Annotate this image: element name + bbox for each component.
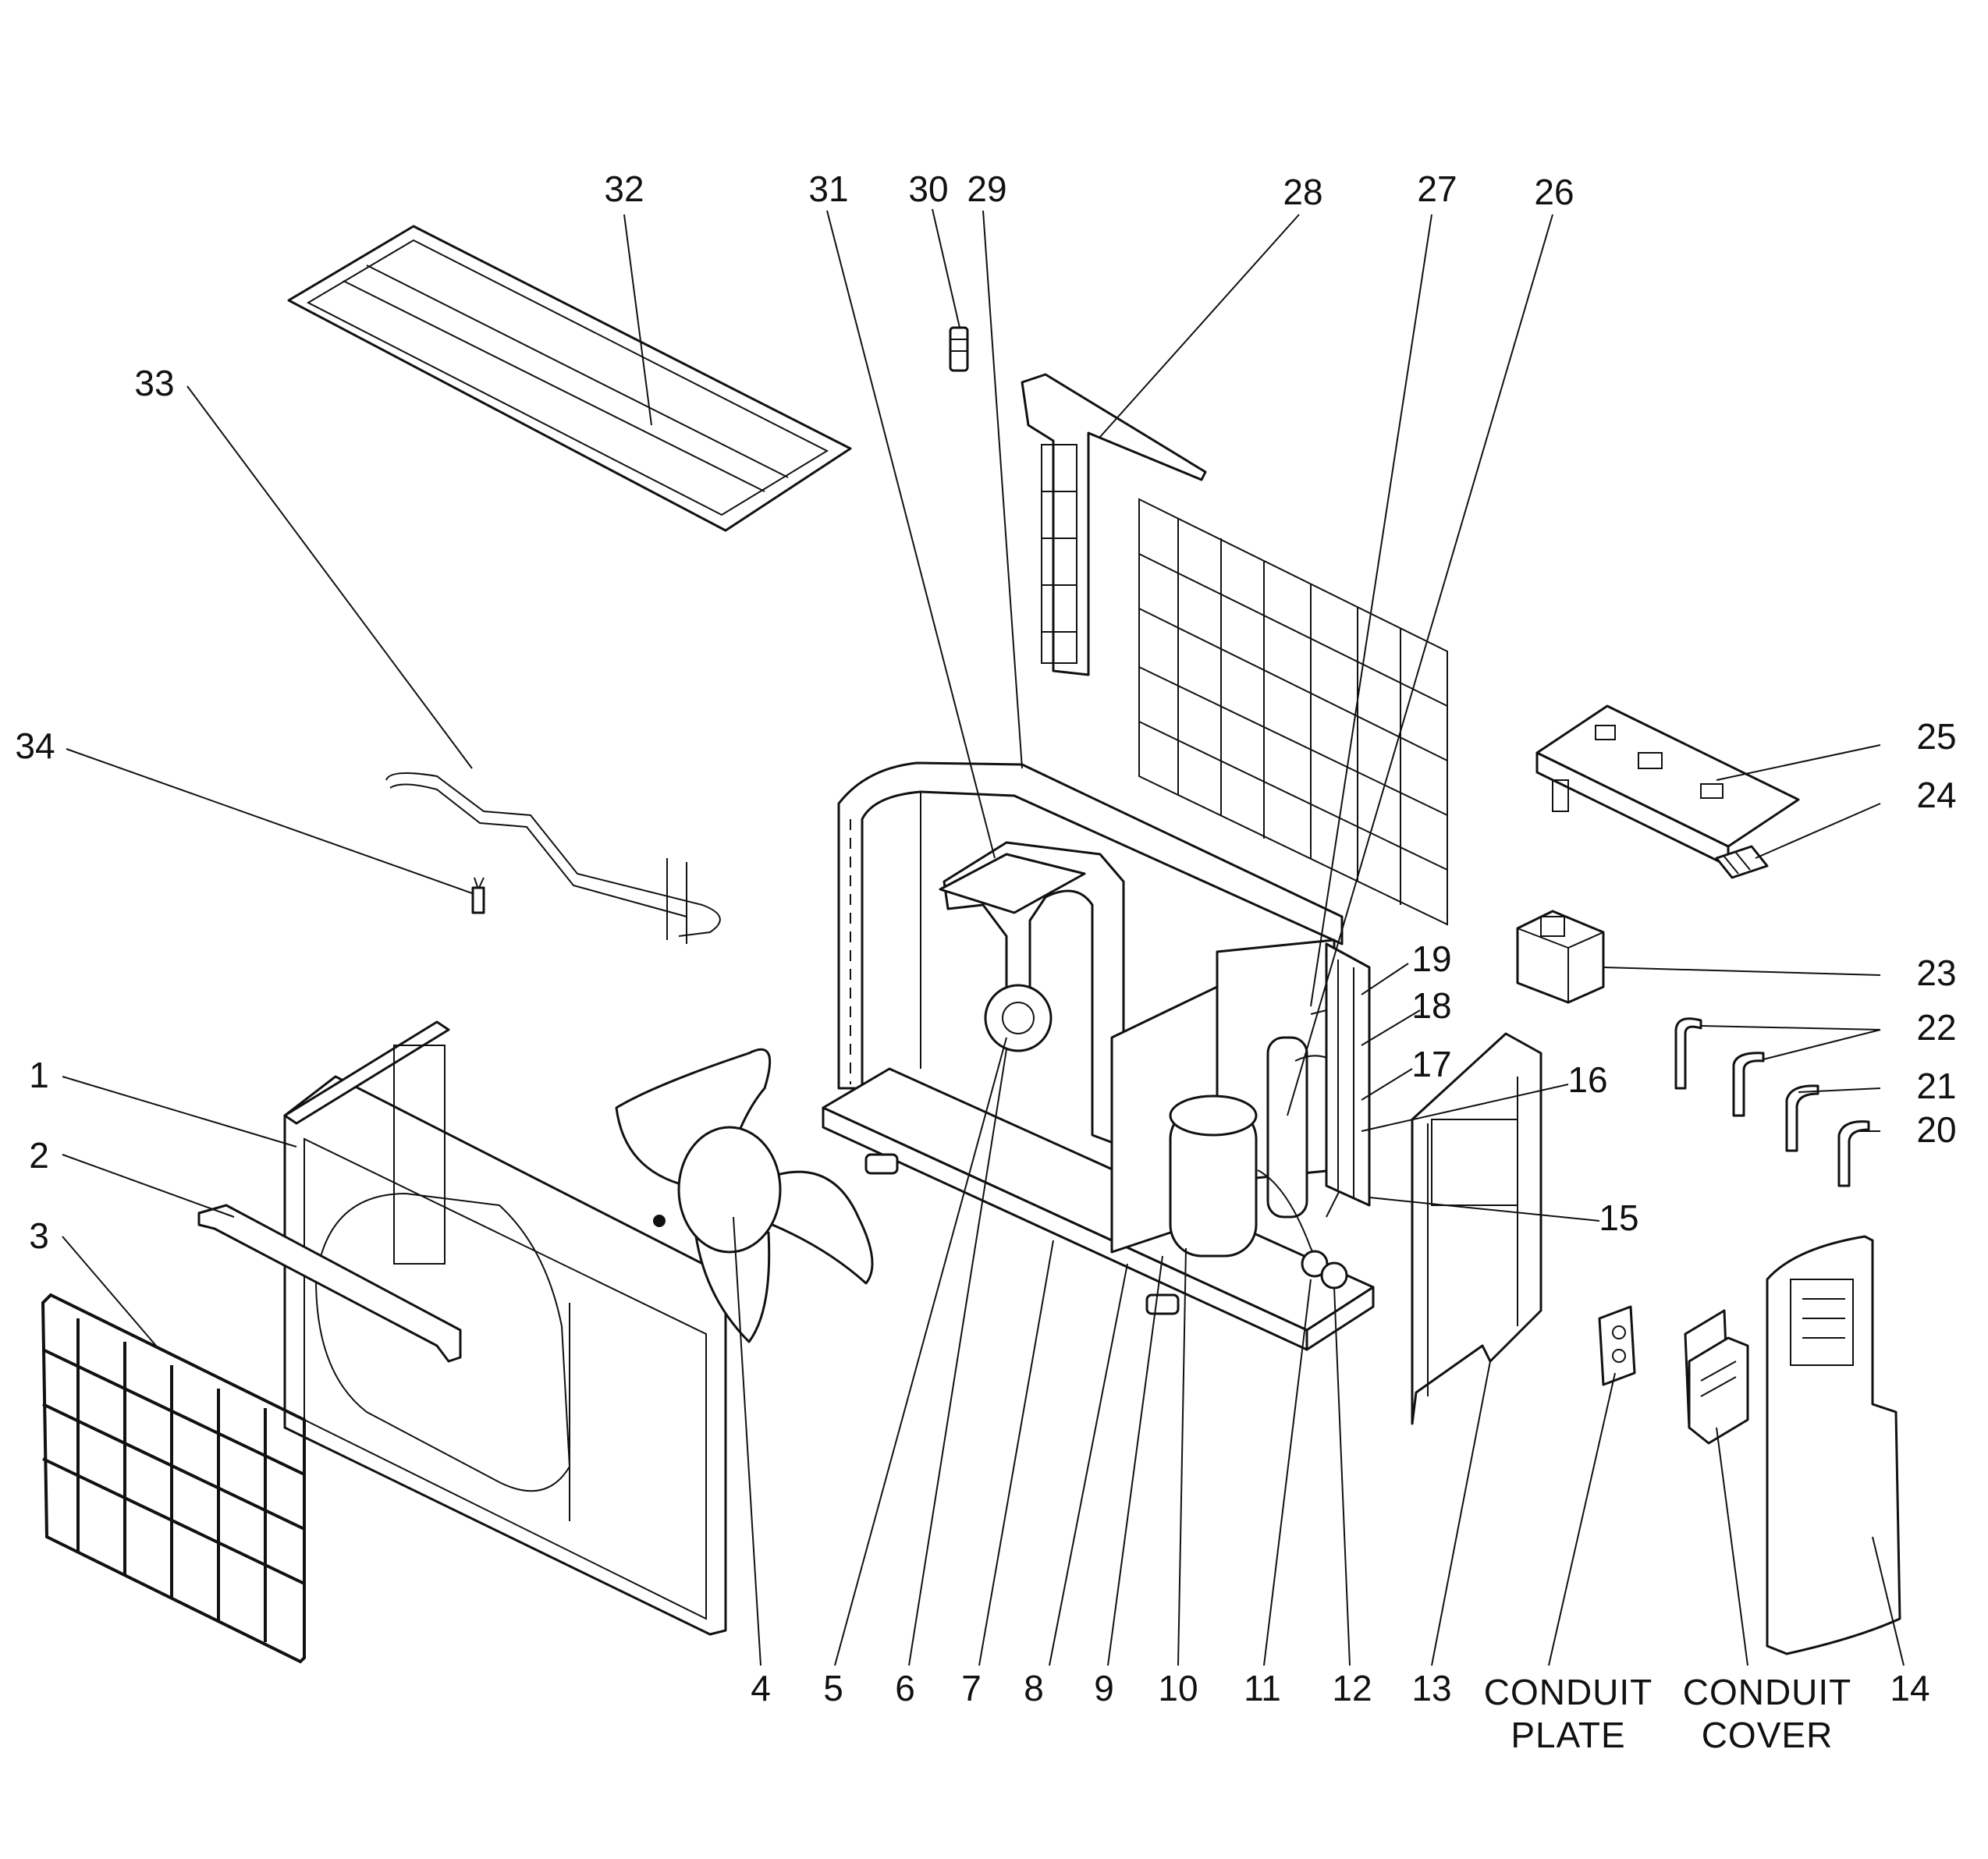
connector-part [1715, 845, 1769, 879]
callout-29: 29 [967, 169, 1006, 209]
service-cover [1766, 1235, 1901, 1655]
callout-17: 17 [1411, 1044, 1451, 1084]
callout-34: 34 [15, 726, 55, 766]
callout-33: 33 [134, 363, 174, 403]
side-bracket [1021, 373, 1207, 676]
back-guard-grid [1138, 498, 1448, 926]
conduit-plate-caption-line2: PLATE [1511, 1715, 1625, 1755]
callout-27: 27 [1417, 169, 1457, 209]
callout-31: 31 [808, 169, 848, 209]
side-panel [1411, 1032, 1542, 1425]
callout-22: 22 [1916, 1007, 1956, 1048]
callout-19: 19 [1411, 938, 1451, 979]
callout-24: 24 [1916, 775, 1956, 815]
reactor-block [1516, 910, 1605, 1004]
callout-4: 4 [751, 1668, 771, 1708]
callout-28: 28 [1283, 172, 1322, 212]
callout-8: 8 [1024, 1668, 1044, 1708]
conduit-plate-caption-line1: CONDUIT [1484, 1672, 1653, 1712]
callout-11: 11 [1244, 1668, 1281, 1708]
main-chassis [822, 761, 1375, 1351]
pipe-assembly [385, 772, 721, 944]
front-panel [283, 1020, 727, 1636]
callout-21: 21 [1916, 1066, 1956, 1106]
callout-9: 9 [1094, 1668, 1114, 1708]
callout-labels: 32 31 30 29 28 27 26 33 34 1 2 3 25 24 2… [15, 169, 1956, 1755]
conduit-cover-caption-line1: CONDUIT [1683, 1672, 1852, 1712]
front-bracket [197, 1204, 462, 1363]
tube-parts [1674, 1017, 1870, 1187]
callout-14: 14 [1890, 1668, 1929, 1708]
callout-3: 3 [29, 1215, 49, 1256]
callout-2: 2 [29, 1135, 49, 1176]
callout-15: 15 [1599, 1197, 1638, 1238]
propeller-fan [615, 1048, 874, 1343]
callout-10: 10 [1158, 1668, 1198, 1708]
callout-30: 30 [908, 169, 948, 209]
conduit-plate [1598, 1305, 1636, 1386]
callout-18: 18 [1411, 985, 1451, 1026]
callout-12: 12 [1332, 1668, 1372, 1708]
callout-20: 20 [1916, 1109, 1956, 1150]
callout-5: 5 [823, 1668, 843, 1708]
front-grille [41, 1293, 306, 1664]
callout-13: 13 [1411, 1668, 1451, 1708]
conduit-cover-caption-line2: COVER [1702, 1715, 1834, 1755]
sensor-part [471, 877, 485, 914]
callout-7: 7 [961, 1668, 982, 1708]
leader-lines [62, 208, 1905, 1666]
small-cylinder-part [949, 326, 969, 372]
callout-1: 1 [29, 1055, 49, 1095]
callout-25: 25 [1916, 716, 1956, 757]
callout-26: 26 [1534, 172, 1574, 212]
callout-6: 6 [895, 1668, 915, 1708]
top-panel [287, 225, 852, 532]
callout-32: 32 [604, 169, 644, 209]
callout-16: 16 [1567, 1059, 1607, 1100]
callout-23: 23 [1916, 953, 1956, 993]
control-board [1535, 704, 1800, 867]
conduit-cover [1684, 1309, 1749, 1445]
